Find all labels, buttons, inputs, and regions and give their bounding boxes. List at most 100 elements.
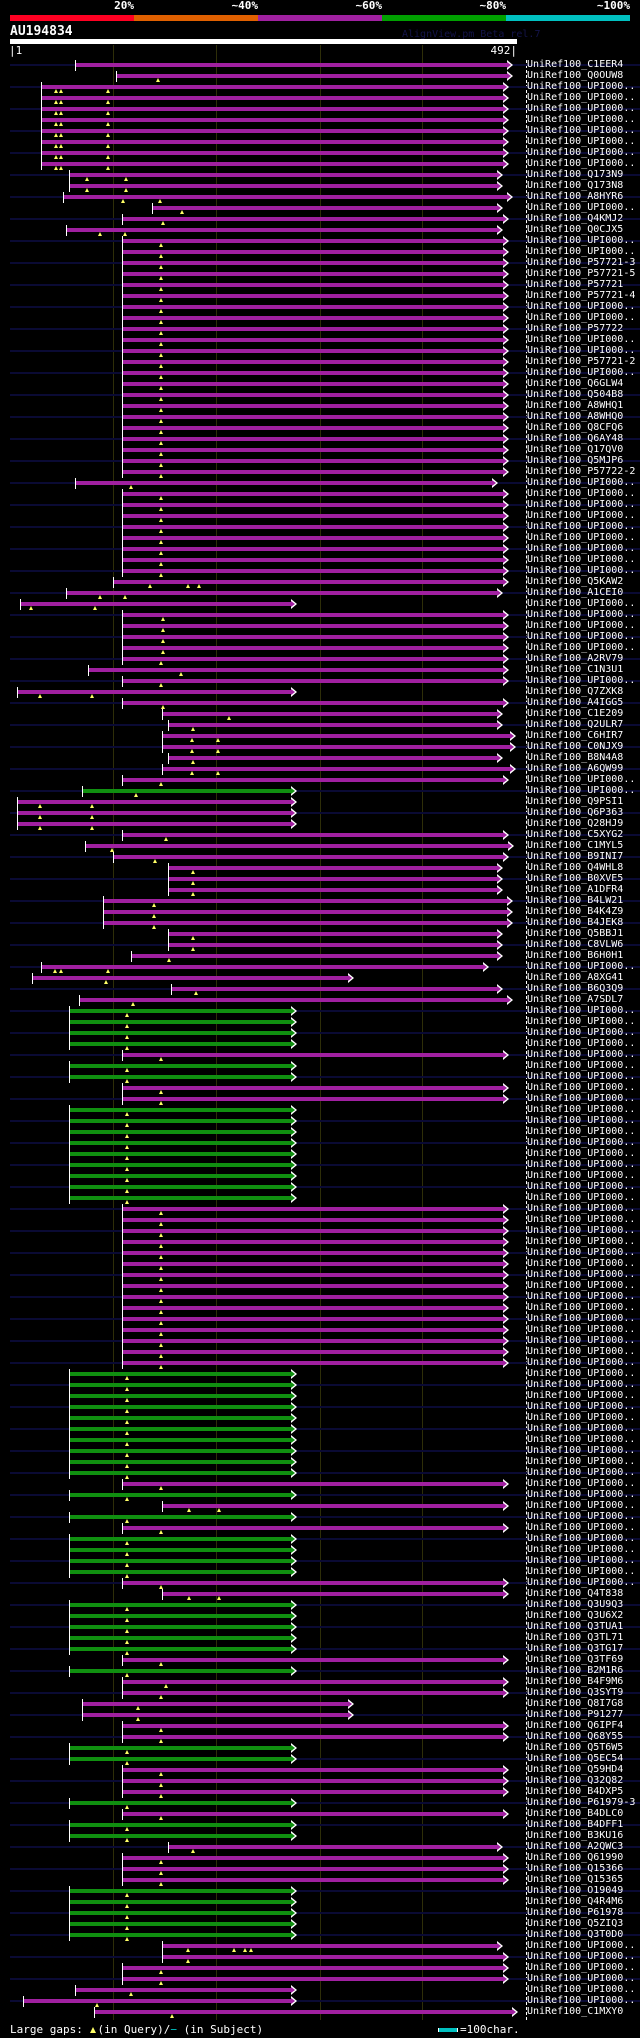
hit-label[interactable]: UniRef100_Q4R4M6 — [527, 1896, 624, 1907]
hit-label[interactable]: UniRef100_C1E209 — [527, 708, 624, 719]
hit-label[interactable]: UniRef100_UPI000.. — [527, 1082, 636, 1093]
hit-label[interactable]: UniRef100_UPI000.. — [527, 1280, 636, 1291]
hit-label[interactable]: UniRef100_UPI000.. — [527, 1104, 636, 1115]
hit-label[interactable]: UniRef100_UPI000.. — [527, 675, 636, 686]
alignment-bar[interactable] — [121, 1240, 503, 1244]
alignment-bar[interactable] — [68, 1449, 291, 1453]
alignment-bar[interactable] — [62, 195, 507, 199]
alignment-bar[interactable] — [161, 1955, 503, 1959]
alignment-bar[interactable] — [121, 514, 503, 518]
alignment-bar[interactable] — [68, 1922, 291, 1926]
alignment-bar[interactable] — [121, 1273, 503, 1277]
alignment-bar[interactable] — [121, 778, 503, 782]
alignment-bar[interactable] — [121, 492, 503, 496]
alignment-bar[interactable] — [68, 1075, 291, 1079]
hit-label[interactable]: UniRef100_UPI000.. — [527, 367, 636, 378]
alignment-bar[interactable] — [121, 338, 503, 342]
alignment-bar[interactable] — [161, 745, 510, 749]
hit-label[interactable]: UniRef100_Q9PSI1 — [527, 796, 624, 807]
hit-label[interactable]: UniRef100_UPI000.. — [527, 1071, 636, 1082]
hit-label[interactable]: UniRef100_UPI000.. — [527, 1478, 636, 1489]
hit-label[interactable]: UniRef100_UPI000.. — [527, 301, 636, 312]
alignment-bar[interactable] — [68, 1537, 291, 1541]
hit-label[interactable]: UniRef100_C0NJX9 — [527, 741, 624, 752]
hit-label[interactable]: UniRef100_UPI000.. — [527, 1973, 636, 1984]
alignment-bar[interactable] — [17, 811, 291, 815]
alignment-bar[interactable] — [121, 272, 503, 276]
hit-label[interactable]: UniRef100_Q8CFQ6 — [527, 422, 624, 433]
hit-label[interactable]: UniRef100_UPI000.. — [527, 1489, 636, 1500]
alignment-bar[interactable] — [121, 1680, 503, 1684]
alignment-bar[interactable] — [121, 327, 503, 331]
hit-label[interactable]: UniRef100_UPI000.. — [527, 1368, 636, 1379]
hit-label[interactable]: UniRef100_A7SDL7 — [527, 994, 624, 1005]
hit-label[interactable]: UniRef100_UPI000.. — [527, 1555, 636, 1566]
alignment-bar[interactable] — [65, 228, 498, 232]
hit-label[interactable]: UniRef100_UPI000.. — [527, 1016, 636, 1027]
alignment-bar[interactable] — [121, 1724, 503, 1728]
hit-label[interactable]: UniRef100_UPI000.. — [527, 1313, 636, 1324]
hit-label[interactable]: UniRef100_UPI000.. — [527, 246, 636, 257]
hit-label[interactable]: UniRef100_UPI000.. — [527, 543, 636, 554]
alignment-bar[interactable] — [17, 690, 291, 694]
alignment-bar[interactable] — [68, 1064, 291, 1068]
hit-label[interactable]: UniRef100_UPI000.. — [527, 1049, 636, 1060]
alignment-bar[interactable] — [121, 1218, 503, 1222]
hit-label[interactable]: UniRef100_Q5MJP6 — [527, 455, 624, 466]
alignment-bar[interactable] — [68, 184, 498, 188]
alignment-bar[interactable] — [68, 173, 498, 177]
alignment-bar[interactable] — [121, 1856, 503, 1860]
hit-label[interactable]: UniRef100_C5XYG2 — [527, 829, 624, 840]
hit-label[interactable]: UniRef100_UPI000.. — [527, 1533, 636, 1544]
alignment-bar[interactable] — [121, 393, 503, 397]
hit-label[interactable]: UniRef100_UPI000.. — [527, 1258, 636, 1269]
alignment-bar[interactable] — [68, 1427, 291, 1431]
hit-label[interactable]: UniRef100_Q5T6W5 — [527, 1742, 624, 1753]
alignment-bar[interactable] — [171, 987, 498, 991]
alignment-bar[interactable] — [121, 1779, 503, 1783]
alignment-bar[interactable] — [121, 250, 503, 254]
alignment-bar[interactable] — [121, 1977, 503, 1981]
hit-label[interactable]: UniRef100_P61979-3 — [527, 1797, 636, 1808]
hit-label[interactable]: UniRef100_Q3U9Q3 — [527, 1599, 624, 1610]
alignment-bar[interactable] — [161, 1504, 503, 1508]
alignment-bar[interactable] — [121, 404, 503, 408]
alignment-bar[interactable] — [121, 1658, 503, 1662]
hit-label[interactable]: UniRef100_Q4T838 — [527, 1588, 624, 1599]
alignment-bar[interactable] — [68, 1416, 291, 1420]
hit-label[interactable]: UniRef100_B9INI7 — [527, 851, 624, 862]
alignment-bar[interactable] — [68, 1042, 291, 1046]
alignment-bar[interactable] — [68, 1460, 291, 1464]
alignment-bar[interactable] — [68, 1911, 291, 1915]
hit-label[interactable]: UniRef100_UPI000.. — [527, 81, 636, 92]
alignment-bar[interactable] — [113, 580, 503, 584]
hit-label[interactable]: UniRef100_B6Q3Q9 — [527, 983, 624, 994]
alignment-bar[interactable] — [68, 1603, 291, 1607]
alignment-bar[interactable] — [121, 1790, 503, 1794]
alignment-bar[interactable] — [121, 1867, 503, 1871]
hit-label[interactable]: UniRef100_UPI000.. — [527, 1984, 636, 1995]
alignment-bar[interactable] — [121, 437, 503, 441]
hit-label[interactable]: UniRef100_P57722-2 — [527, 466, 636, 477]
alignment-bar[interactable] — [121, 371, 503, 375]
hit-label[interactable]: UniRef100_Q8I7G8 — [527, 1698, 624, 1709]
alignment-bar[interactable] — [40, 140, 503, 144]
alignment-bar[interactable] — [68, 1141, 291, 1145]
alignment-bar[interactable] — [161, 1592, 503, 1596]
hit-label[interactable]: UniRef100_B0XVE5 — [527, 873, 624, 884]
alignment-bar[interactable] — [121, 360, 503, 364]
alignment-bar[interactable] — [121, 1262, 503, 1266]
alignment-bar[interactable] — [121, 679, 503, 683]
alignment-bar[interactable] — [20, 602, 291, 606]
alignment-bar[interactable] — [121, 624, 503, 628]
alignment-bar[interactable] — [40, 129, 503, 133]
alignment-bar[interactable] — [167, 888, 498, 892]
hit-label[interactable]: UniRef100_C1EER4 — [527, 59, 624, 70]
alignment-bar[interactable] — [121, 1317, 503, 1321]
alignment-bar[interactable] — [121, 294, 503, 298]
hit-label[interactable]: UniRef100_UPI000.. — [527, 521, 636, 532]
alignment-bar[interactable] — [68, 1031, 291, 1035]
hit-label[interactable]: UniRef100_Q15365 — [527, 1874, 624, 1885]
hit-label[interactable]: UniRef100_O19049 — [527, 1885, 624, 1896]
hit-label[interactable]: UniRef100_UPI000.. — [527, 1412, 636, 1423]
